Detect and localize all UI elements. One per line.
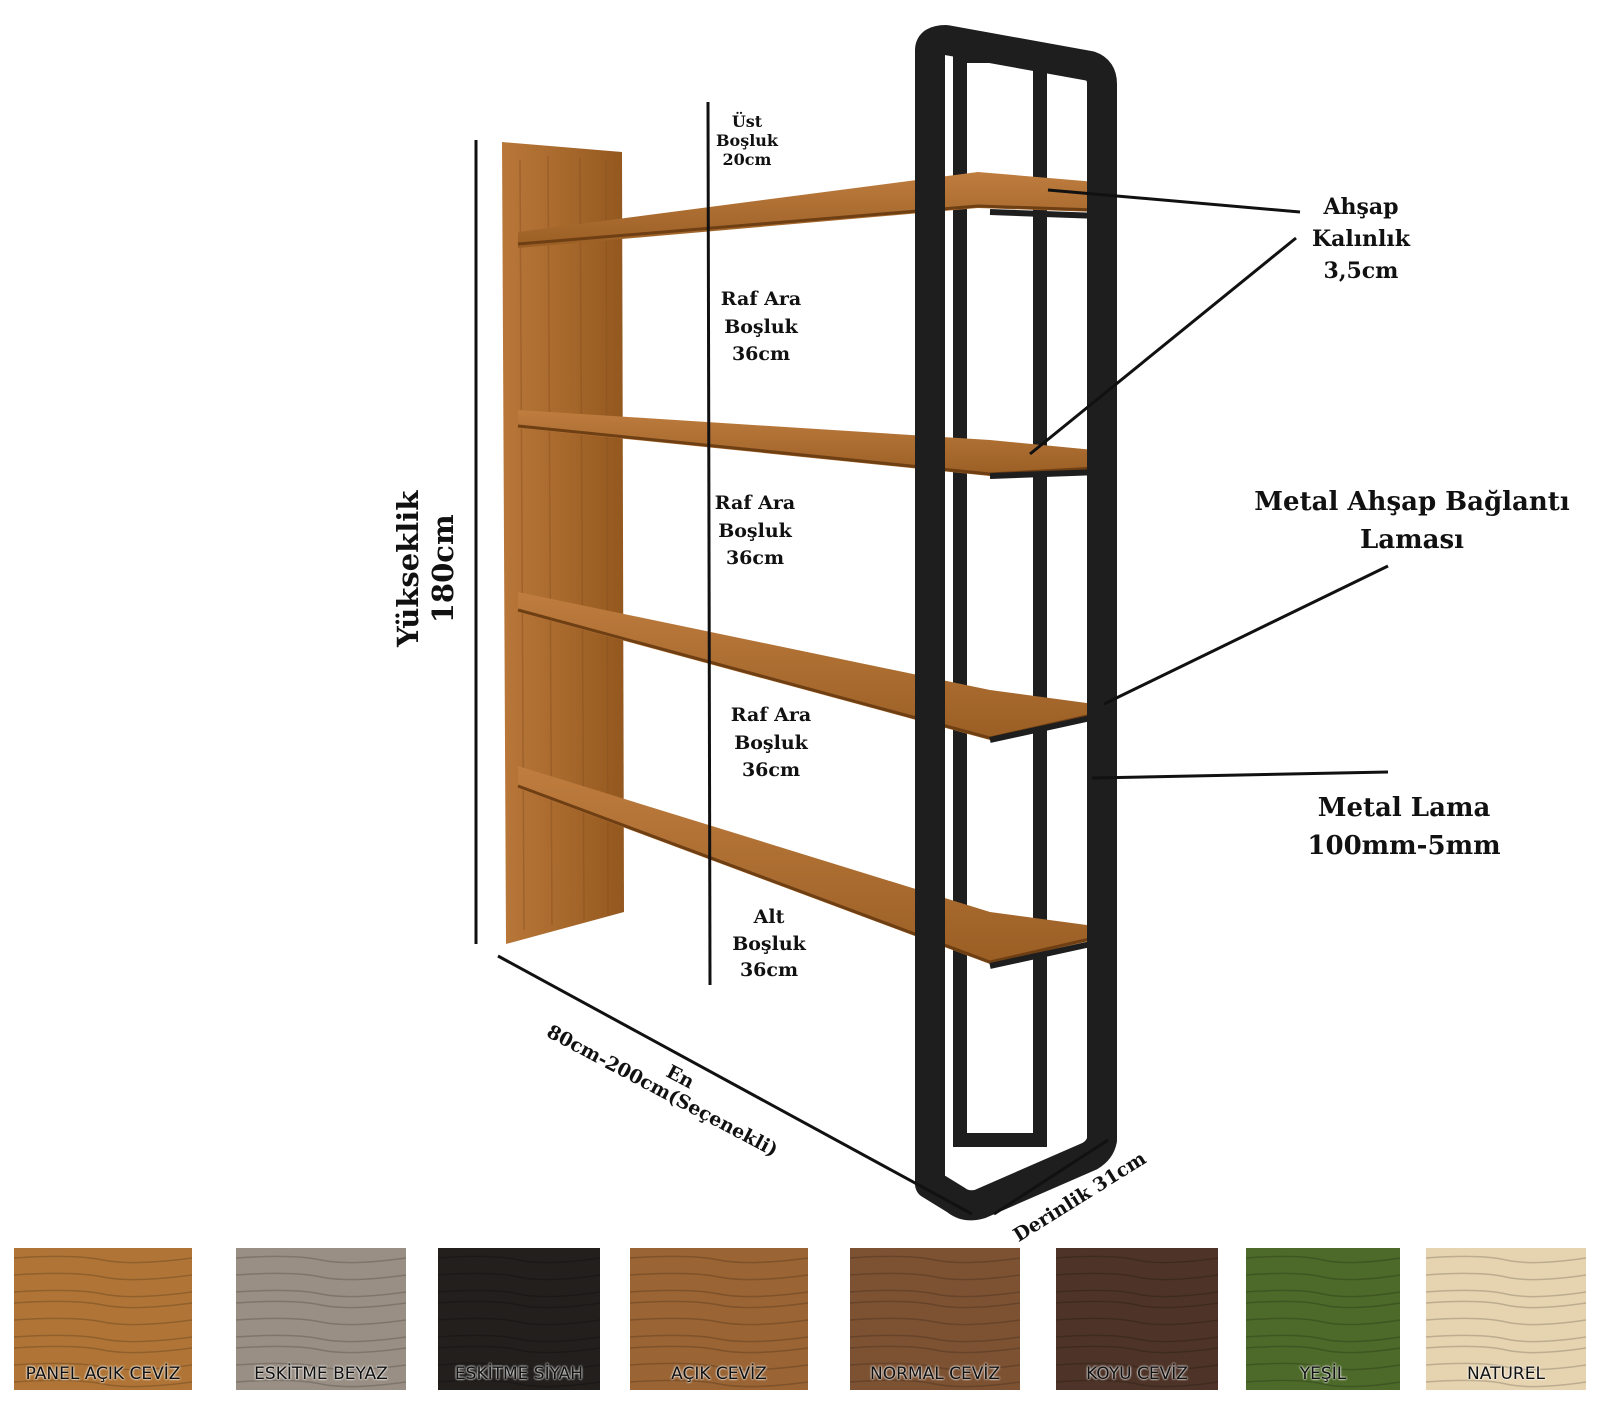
leader-connector [1103,564,1389,706]
gap-marker-line [706,101,712,986]
color-swatch: AÇIK CEVİZ [630,1248,808,1390]
metal-frame-front [915,25,1117,1221]
width-dimension-line [497,954,973,1216]
gap1-label: Raf Ara Boşluk 36cm [720,288,802,366]
color-swatch: ESKİTME SİYAH [438,1248,600,1390]
leader-metal-bar [1091,770,1389,780]
metal-frame-back [953,49,1047,1147]
swatch-label: NORMAL CEVİZ [870,1364,1000,1384]
swatch-label: ESKİTME BEYAZ [254,1364,388,1384]
color-swatch: NATUREL [1426,1248,1586,1390]
depth-dimension-line [993,1138,1109,1216]
height-label: Yükseklik 180cm [391,490,460,647]
wood-side-panel [502,142,624,944]
shelf-4 [517,766,1095,964]
color-swatch: ESKİTME BEYAZ [236,1248,406,1390]
wood-thickness-label: Ahşap Kalınlık 3,5cm [1311,194,1411,284]
leader-wood-thickness-2 [1029,236,1297,456]
swatch-label: AÇIK CEVİZ [671,1364,767,1384]
color-swatch: NORMAL CEVİZ [850,1248,1020,1390]
metal-bar-label: Metal Lama 100mm-5mm [1307,793,1501,861]
connector-label: Metal Ahşap Bağlantı Laması [1254,487,1570,555]
swatch-label: KOYU CEVİZ [1086,1364,1188,1384]
gap2-label: Raf Ara Boşluk 36cm [714,492,796,570]
color-swatch: PANEL AÇIK CEVİZ [14,1248,192,1390]
swatch-label: PANEL AÇIK CEVİZ [25,1364,181,1384]
top-gap-label: Üst Boşluk 20cm [716,112,778,170]
swatch-label: NATUREL [1467,1364,1545,1384]
swatch-label: ESKİTME SİYAH [454,1364,584,1384]
color-swatch: YEŞİL [1246,1248,1400,1390]
shelf-1 [517,172,1097,248]
leader-wood-thickness-1 [1047,188,1301,214]
swatch-label: YEŞİL [1299,1364,1347,1384]
color-swatch: KOYU CEVİZ [1056,1248,1218,1390]
bottom-gap-label: Alt Boşluk 36cm [732,906,806,982]
gap3-label: Raf Ara Boşluk 36cm [730,704,812,782]
